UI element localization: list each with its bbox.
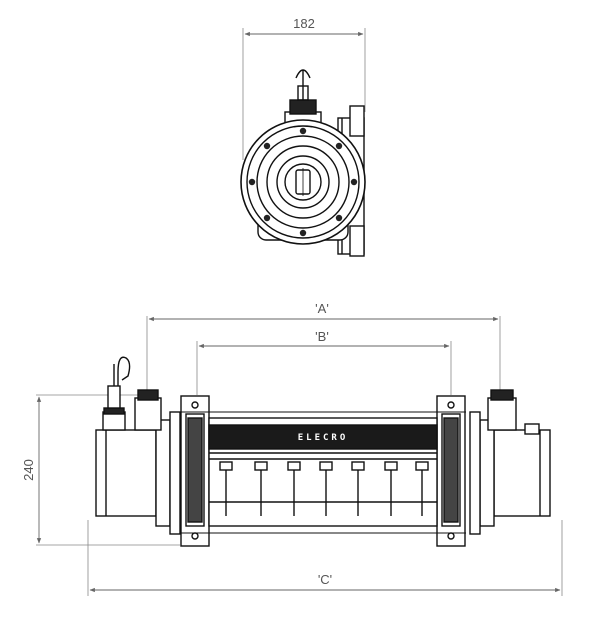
dim-a-label: 'A': [315, 301, 329, 316]
brand-label: ELECRO: [298, 433, 349, 443]
dim-b-label: 'B': [315, 329, 329, 344]
dimension-240: [36, 394, 180, 546]
left-end-cap: [95, 429, 157, 517]
dim-c-label: 'C': [318, 572, 332, 587]
dimension-182: [242, 28, 366, 160]
terminal-row: [219, 461, 429, 516]
hook: [117, 356, 131, 386]
dimension-b: [196, 341, 452, 395]
right-clamp-bracket: [436, 395, 466, 547]
dim-240-label: 240: [21, 459, 36, 481]
bolt-holes: [248, 127, 358, 237]
dimension-a: [146, 316, 501, 395]
dimension-c: [87, 520, 563, 596]
right-end-cap: [493, 429, 551, 517]
side-view: [95, 356, 551, 547]
dim-182-label: 182: [293, 16, 315, 31]
end-view: [240, 28, 366, 257]
left-clamp-bracket: [180, 395, 210, 547]
